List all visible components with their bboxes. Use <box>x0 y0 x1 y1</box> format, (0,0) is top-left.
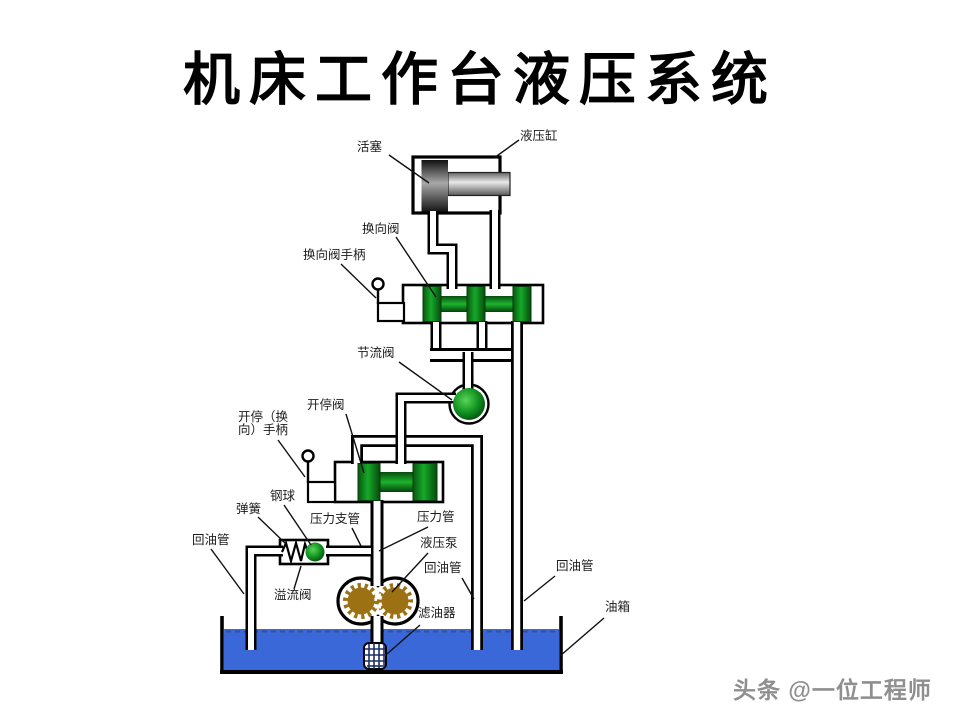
label-start-stop-valve: 开停阀 <box>307 398 345 412</box>
label-return-pipe-right: 回油管 <box>556 559 594 573</box>
leader-return-left <box>210 548 245 595</box>
directional-valve <box>371 277 532 322</box>
label-steel-ball: 钢球 <box>270 489 296 503</box>
label-cylinder: 液压缸 <box>520 129 558 143</box>
label-hydraulic-pump: 液压泵 <box>420 536 458 550</box>
pipe-return-left-core <box>248 548 283 650</box>
pipe-return-mid-core <box>353 437 481 650</box>
hydraulic-cylinder <box>411 155 511 215</box>
label-relief-valve: 溢流阀 <box>274 588 312 602</box>
watermark: 头条 @一位工程师 <box>733 677 932 703</box>
pipe-valve-to-throttle <box>395 392 456 464</box>
start-stop-valve-bracket <box>306 480 337 504</box>
spool-land <box>512 286 532 322</box>
start-stop-valve <box>301 449 438 501</box>
leader-start-stop-valve <box>345 413 365 474</box>
handle-knob <box>301 449 315 463</box>
leader-pressure-branch <box>351 527 362 547</box>
leader-piston <box>388 154 430 184</box>
pipes <box>245 210 523 650</box>
leader-return-right <box>523 575 556 602</box>
leader-cylinder <box>493 139 520 159</box>
pipe-valve-to-throttle-core <box>398 395 456 464</box>
gear-mesh-gap <box>375 604 381 609</box>
leader-steel-ball <box>283 504 312 546</box>
label-throttle-valve: 节流阀 <box>357 346 395 360</box>
pump-gear-left <box>343 583 379 619</box>
label-return-pipe-left: 回油管 <box>192 533 230 547</box>
leader-throttle <box>398 361 453 401</box>
leader-filter <box>386 624 421 655</box>
leader-lines <box>210 139 605 657</box>
oil-filter <box>363 642 387 670</box>
handle-knob <box>371 277 385 291</box>
pipe-cyl-left-core <box>430 211 455 289</box>
spool-land <box>422 286 442 322</box>
leader-pump <box>391 552 429 593</box>
throttle-valve-ball <box>453 388 485 420</box>
relief-steel-ball <box>305 542 325 562</box>
leader-pressure-pipe <box>378 526 429 552</box>
leader-relief <box>293 565 302 590</box>
spool-land <box>466 286 486 322</box>
piston-rod <box>447 171 511 197</box>
pump-gear-right <box>377 583 413 619</box>
label-piston: 活塞 <box>357 140 383 154</box>
piston <box>421 160 448 212</box>
relief-spring <box>280 538 310 566</box>
leader-spring <box>257 516 287 545</box>
directional-valve-bracket <box>376 301 406 323</box>
relief-valve <box>280 538 325 566</box>
spool-land <box>357 463 381 501</box>
spool-land <box>412 463 438 501</box>
label-oil-filter: 滤油器 <box>418 606 456 620</box>
leader-directional-handle <box>340 263 377 299</box>
label-return-pipe-pump: 回油管 <box>424 561 462 575</box>
leader-tank <box>559 617 605 657</box>
spool-shaft <box>380 472 413 492</box>
leader-start-stop-handle <box>277 439 306 478</box>
label-spring: 弹簧 <box>236 502 262 516</box>
leader-return-mid <box>461 577 475 600</box>
label-directional-valve: 换向阀 <box>362 222 400 236</box>
component-housings <box>278 283 545 626</box>
hydraulic-pump <box>343 583 413 619</box>
label-pressure-pipe: 压力管 <box>417 510 455 524</box>
label-directional-valve-handle: 换向阀手柄 <box>303 248 366 262</box>
gear-mesh-gap <box>375 593 381 598</box>
label-pressure-branch-pipe: 压力支管 <box>310 512 361 526</box>
page-title: 机床工作台液压系统 <box>183 49 777 112</box>
leader-directional-valve <box>395 236 437 298</box>
label-oil-tank: 油箱 <box>605 600 631 614</box>
label-start-stop-handle: 开停（换向）手柄 <box>238 410 289 438</box>
